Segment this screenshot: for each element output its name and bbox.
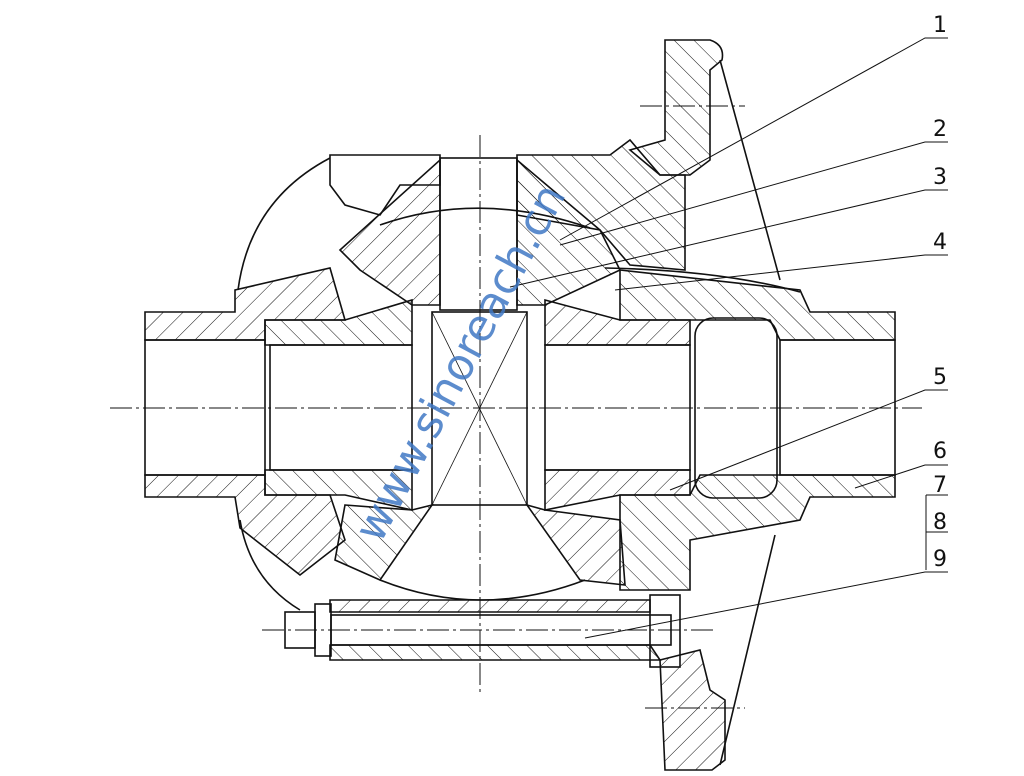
- left-case-top: [329, 154, 441, 216]
- right-side-gear-top: [544, 298, 691, 346]
- left-side-gear-top: [264, 298, 413, 346]
- right-case-top: [516, 138, 686, 271]
- part-label-7: 7: [933, 473, 947, 498]
- housing-arc-upper-right: [604, 267, 801, 293]
- right-hub-bottom: [619, 474, 896, 591]
- housing-arc-upper-left: [237, 157, 331, 291]
- right-shaft-bore: [779, 339, 896, 476]
- flange-outline: [719, 59, 781, 766]
- ring-gear-flange-top: [628, 39, 724, 176]
- lower-bearing-arc: [379, 579, 586, 601]
- cross-pin-upper: [439, 157, 518, 311]
- part-label-6: 6: [933, 439, 947, 464]
- left-spline-bore: [269, 344, 413, 471]
- part-label-5: 5: [933, 365, 947, 390]
- leader-lines: [509, 37, 948, 639]
- part-label-1: 1: [933, 13, 947, 38]
- part-label-3: 3: [933, 165, 947, 190]
- part-label-8: 8: [933, 510, 947, 535]
- part-label-9: 9: [933, 547, 947, 572]
- lower-case-rim: [329, 599, 651, 613]
- upper-bearing-arc: [379, 207, 591, 229]
- upper-left-pinion: [338, 158, 441, 306]
- lower-right-pinion: [525, 503, 626, 586]
- part-label-4: 4: [933, 230, 947, 255]
- part-label-2: 2: [933, 117, 947, 142]
- lower-left-pinion: [334, 503, 434, 581]
- right-spline-bore: [544, 344, 691, 471]
- bolt-shank: [330, 614, 672, 646]
- ring-gear-flange-bottom: [659, 649, 726, 771]
- left-shaft-bore: [144, 339, 266, 476]
- right-side-gear-cavity: [694, 317, 778, 499]
- cross-pin-block: [431, 311, 528, 506]
- lower-case-base: [329, 644, 662, 661]
- housing-arc-lower-left: [239, 519, 301, 611]
- bolt-nut: [649, 594, 681, 668]
